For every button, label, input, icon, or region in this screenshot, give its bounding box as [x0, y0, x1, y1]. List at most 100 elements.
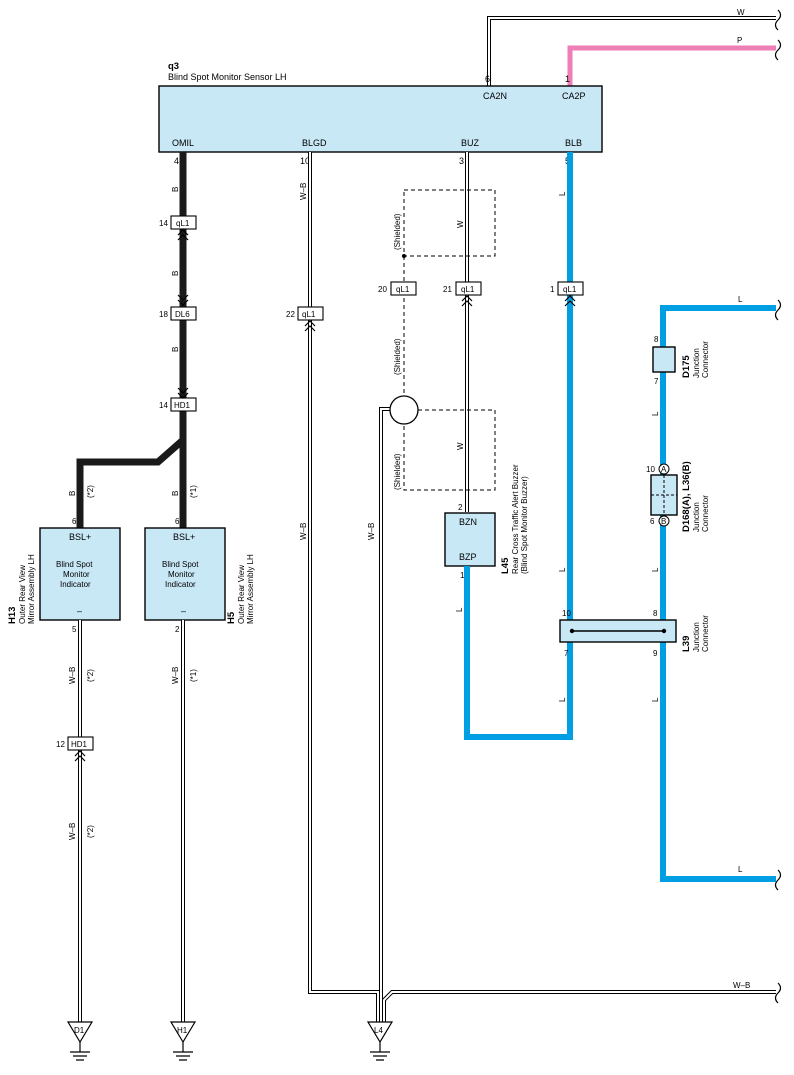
wire-color-w-1: W [456, 220, 465, 228]
ground-d1 [66, 1021, 94, 1061]
wire-color-wb-5: W–B [299, 523, 308, 540]
wire-color-wb-2: W–B [171, 667, 180, 684]
wire-color-l-9: L [651, 697, 660, 702]
wire-color-l-7: L [651, 411, 660, 416]
ground-d1-label: D1 [74, 1026, 85, 1035]
svg-text:DL6: DL6 [175, 310, 190, 319]
svg-text:–: – [181, 606, 186, 616]
wire-color-l-8: L [651, 567, 660, 572]
wire-color-b-2: B [171, 271, 180, 276]
connector-dl6 [170, 306, 197, 321]
note-2-wb-1: (*2) [86, 669, 95, 682]
wire-color-l-2: L [558, 567, 567, 572]
connector-ql1-21 [455, 281, 482, 296]
svg-text:Junction: Junction [692, 348, 701, 378]
l39-pin-tr: 8 [653, 609, 658, 618]
marker-b [658, 515, 670, 527]
wire-color-w-top: W [737, 8, 745, 17]
wire-l-right-upper [660, 305, 776, 882]
pin-blgd-label: BLGD [302, 138, 327, 148]
shield-box-lower [403, 409, 496, 491]
pin-buz-number: 3 [459, 156, 464, 166]
wire-color-w-2: W [456, 442, 465, 450]
connector-dl6-pin: 18 [159, 310, 168, 319]
marker-a [658, 463, 670, 475]
wire-p [567, 45, 776, 86]
l45-pin-top: 2 [458, 503, 463, 512]
pin-ca2p-label: CA2P [562, 91, 586, 101]
svg-text:Indicator: Indicator [165, 580, 196, 589]
chevrons [74, 229, 576, 762]
shield-ground-junction [389, 395, 419, 425]
connector-ql1-22 [297, 306, 324, 321]
wire-color-l-6: L [738, 865, 743, 874]
connector-ql1-1 [557, 281, 584, 296]
pin-buz-label: BUZ [461, 138, 480, 148]
connector-ql1-22-pin: 22 [286, 310, 295, 319]
wire-wb-blgd [308, 152, 380, 1022]
svg-text:Connector: Connector [701, 495, 710, 532]
svg-text:HD1: HD1 [71, 740, 88, 749]
svg-text:Connector: Connector [701, 341, 710, 378]
note-1-b: (*1) [189, 485, 198, 498]
svg-text:B: B [661, 517, 666, 526]
svg-text:qL1: qL1 [461, 285, 475, 294]
ground-l4 [366, 1021, 394, 1061]
wire-color-b-4: B [68, 491, 77, 496]
d168-pin-top: 10 [646, 465, 655, 474]
wire-omil-b [76, 152, 187, 528]
svg-text:–: – [77, 606, 82, 616]
q3-code: q3 [168, 61, 179, 72]
q3-name: Blind Spot Monitor Sensor LH [168, 72, 287, 82]
svg-text:Junction: Junction [692, 502, 701, 532]
h13-pin-top: 6 [72, 517, 77, 526]
wire-color-b-5: B [171, 491, 180, 496]
pin-blgd-number: 10 [300, 156, 310, 166]
svg-text:Indicator: Indicator [60, 580, 91, 589]
connector-hd1-12 [67, 736, 94, 751]
wire-color-b-3: B [171, 347, 180, 352]
wire-color-wb-right: W–B [733, 981, 750, 990]
pin-omil-label: OMIL [172, 138, 194, 148]
svg-text:Monitor: Monitor [63, 570, 90, 579]
l45-pin-bottom: 1 [460, 571, 465, 580]
connector-hd1-12-pin: 12 [56, 740, 65, 749]
d175-pin-bottom: 7 [654, 377, 659, 386]
svg-text:BSL+: BSL+ [69, 532, 91, 542]
shielded-label-1: (Shielded) [393, 213, 402, 250]
h5-code: H5 [226, 611, 237, 624]
svg-text:BZN: BZN [459, 517, 477, 527]
shield-box-upper [403, 189, 496, 257]
ground-h1-label: H1 [177, 1026, 188, 1035]
l45-code: L45 [500, 557, 511, 574]
h5-pin-bottom: 2 [175, 625, 180, 634]
svg-text:Connector: Connector [701, 615, 710, 652]
l39-pin-bl: 7 [564, 649, 569, 658]
svg-text:Mirror Assembly LH: Mirror Assembly LH [27, 554, 36, 624]
d168-pin-bottom: 6 [650, 517, 655, 526]
svg-text:Outer Rear View: Outer Rear View [18, 565, 27, 624]
ground-l4-label: L4 [374, 1026, 383, 1035]
d175-junction-connector [652, 346, 676, 373]
connector-ql1-21-pin: 21 [443, 285, 452, 294]
wire-color-wb-1: W–B [68, 667, 77, 684]
wire-color-wb-4: W–B [299, 183, 308, 200]
wire-color-p: P [737, 36, 742, 45]
wire-color-l-3: L [558, 697, 567, 702]
d175-pin-top: 8 [654, 335, 659, 344]
svg-text:Junction: Junction [692, 622, 701, 652]
svg-text:(Blind Spot Monitor Buzzer): (Blind Spot Monitor Buzzer) [520, 476, 529, 574]
svg-text:Mirror Assembly LH: Mirror Assembly LH [246, 554, 255, 624]
d175-code: D175 [681, 355, 692, 378]
svg-text:qL1: qL1 [176, 219, 190, 228]
h5-blind-spot-indicator [144, 527, 226, 621]
pin-ca2p-number: 1 [565, 74, 570, 84]
wire-w-top [487, 16, 776, 86]
svg-text:qL1: qL1 [396, 285, 410, 294]
note-1-wb: (*1) [189, 669, 198, 682]
d168-code: D168(A), L36(B) [681, 461, 692, 532]
wire-color-l-1: L [558, 191, 567, 196]
h5-pin-top: 6 [175, 517, 180, 526]
svg-text:Blind Spot: Blind Spot [162, 560, 199, 569]
